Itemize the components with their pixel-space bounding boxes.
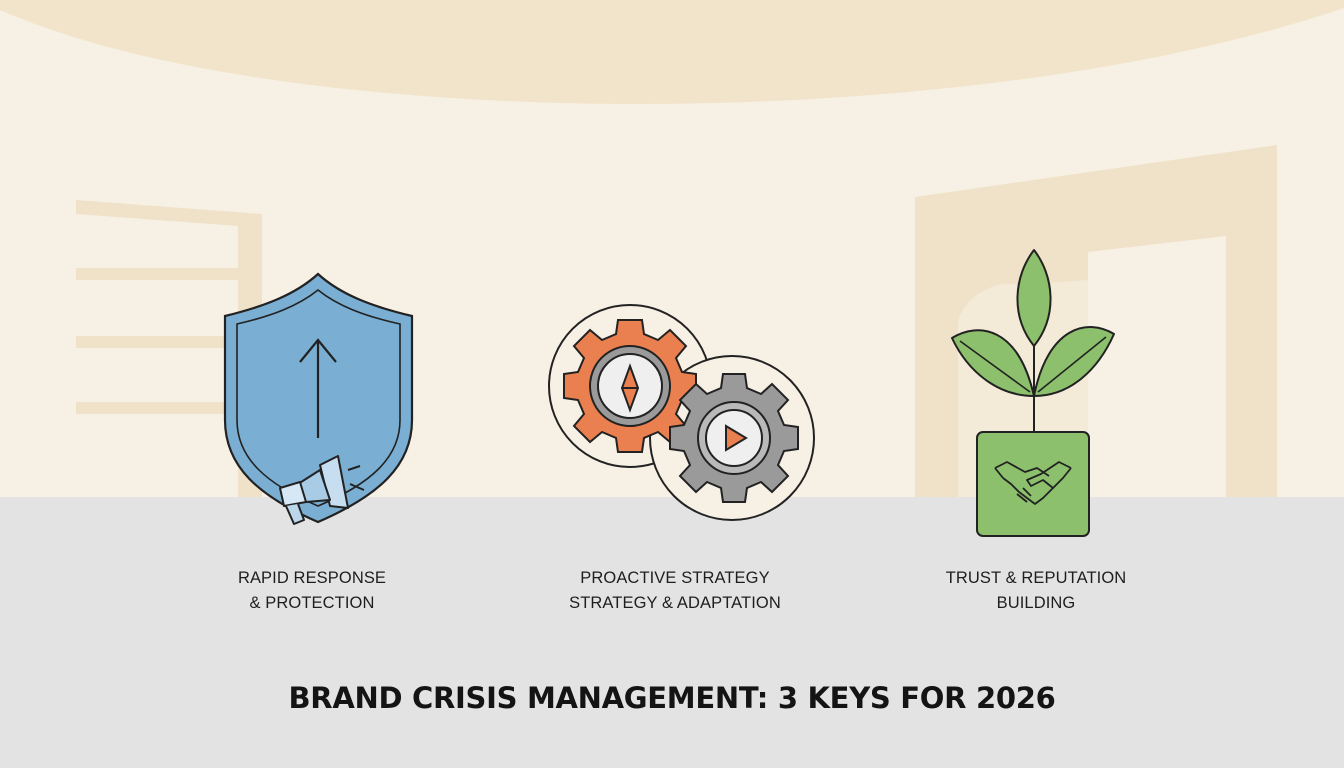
page-title: BRAND CRISIS MANAGEMENT: 3 KEYS FOR 2026 — [288, 681, 1056, 715]
caption-line-2: STRATEGY & ADAPTATION — [569, 594, 781, 612]
caption-line-1: RAPID RESPONSE — [237, 569, 387, 587]
caption-proactive-strategy: PROACTIVE STRATEGY STRATEGY & ADAPTATION — [535, 566, 815, 616]
caption-line-1: PROACTIVE STRATEGY — [580, 569, 770, 587]
caption-trust-reputation: TRUST & REPUTATION BUILDING — [896, 566, 1176, 616]
floor-band — [0, 497, 1344, 768]
ceiling-arc — [0, 0, 1344, 104]
caption-line-2: & PROTECTION — [249, 594, 375, 612]
plant-handshake-icon — [951, 249, 1115, 537]
caption-rapid-response: RAPID RESPONSE & PROTECTION — [172, 566, 452, 616]
gears-icon — [548, 304, 815, 521]
shield-megaphone-icon — [223, 272, 414, 525]
caption-line-2: BUILDING — [996, 594, 1076, 612]
caption-line-1: TRUST & REPUTATION — [945, 569, 1127, 587]
